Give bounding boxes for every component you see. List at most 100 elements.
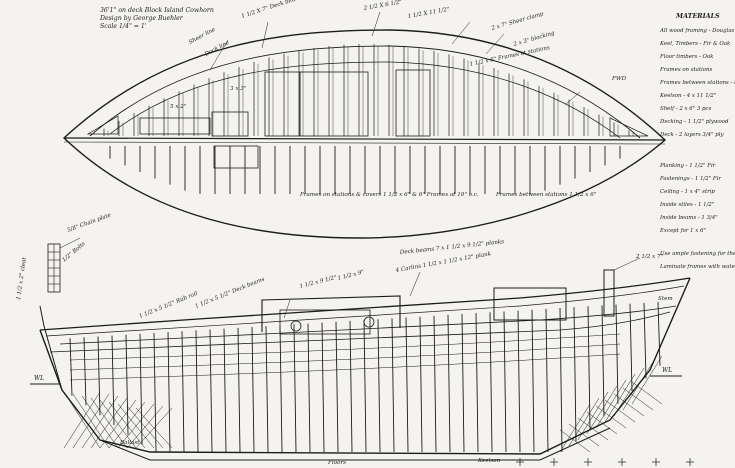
label-chain-plate: 5/8" Chain plate <box>67 212 113 234</box>
plan-frame-stubs <box>109 146 621 194</box>
hatch-line-fwd <box>622 387 654 411</box>
materials-heading: MATERIALS <box>675 12 720 20</box>
title-line-2: Design by George Buehler <box>99 15 184 22</box>
label-frames-note: Frames on stations & covers 1 1/2 x 6" &… <box>299 192 479 198</box>
profile-frame <box>419 316 423 453</box>
materials-notes: MATERIALS All wood framing - Douglas Fir… <box>659 12 735 270</box>
plan-lower-box <box>213 145 259 169</box>
label-cleat: 1 1/2 x 2" cleat <box>16 256 28 300</box>
plan-cabin-box <box>264 71 301 137</box>
profile-frame <box>587 306 591 429</box>
hatch-line-aft <box>81 395 119 449</box>
profile-frame <box>223 328 227 453</box>
label-keelson: Keelson <box>477 458 501 464</box>
materials-item: Ceiling - 1 x 4" strip <box>660 189 715 195</box>
label-blocking-b: 5 x 2" <box>170 104 187 110</box>
label-bolts: 1/2" Bolts <box>61 241 86 264</box>
plan-bow-bracing <box>609 117 649 137</box>
profile-frame <box>307 323 311 453</box>
profile-frame <box>489 312 493 453</box>
profile-stern-post <box>39 305 63 391</box>
label-post-size: 2 1/2 x 7" <box>635 254 664 260</box>
materials-item: Except for 1 x 6" <box>659 228 706 234</box>
profile-frame <box>97 336 101 416</box>
hatch-line-aft <box>99 399 137 449</box>
hatch-line-fwd <box>613 393 645 417</box>
title-line-3: Scale 1/4" = 1' <box>100 23 147 30</box>
profile-frame <box>139 333 143 445</box>
profile-cabin-side <box>279 309 371 335</box>
materials-item: Floor timbers - Oak <box>659 54 713 60</box>
materials-item: Decking - 1 1/2" plywood <box>659 119 729 125</box>
label-stem: Stem <box>658 296 673 302</box>
materials-item: Shelf - 2 x 6" 3 pcs <box>660 106 711 112</box>
profile-frame <box>601 305 605 417</box>
plan-centerline-inner <box>63 141 666 145</box>
label-beam-9-5: 1 1/2 x 9 1/2" <box>299 275 338 290</box>
profile-frame <box>237 327 241 453</box>
profile-frame <box>433 315 437 453</box>
plan-stern-bracing <box>86 115 119 135</box>
hatch-line-aft <box>72 393 110 449</box>
profile-sheer <box>39 277 691 331</box>
profile-frame <box>321 322 325 453</box>
label-deck-beams-profile: 1 1/2 x 5 1/2" Deck beams <box>195 276 266 309</box>
profile-frame <box>461 314 465 453</box>
profile-frame <box>559 307 563 453</box>
profile-frames <box>69 301 661 453</box>
title-block: 36'1" on deck Block Island Cowhorn Desig… <box>99 7 214 30</box>
hatch-line-aft <box>108 401 146 449</box>
profile-frame <box>629 303 633 392</box>
label-deck-line: Deck line <box>203 40 231 59</box>
materials-item: Use ample fastening for the ceiling <box>660 251 735 257</box>
materials-item: Inside stiles - 1 1/2" <box>659 202 714 208</box>
profile-frame <box>349 320 353 453</box>
profile-cockpit-coaming <box>493 287 567 321</box>
profile-frame <box>111 335 115 426</box>
station-marks <box>516 458 694 466</box>
profile-stringer <box>69 343 621 371</box>
profile-frame <box>447 314 451 453</box>
title-line-1: 36'1" on deck Block Island Cowhorn <box>100 7 214 14</box>
label-wl-left: WL <box>34 375 44 382</box>
profile-frame <box>657 301 661 366</box>
hatch-line-fwd <box>613 367 645 417</box>
profile-end-hatching <box>63 355 663 453</box>
profile-frame <box>391 318 395 453</box>
profile-frame <box>265 326 269 453</box>
profile-frame <box>181 331 185 453</box>
label-beam-9: 1 1/2 x 9" <box>337 269 365 282</box>
plan-cockpit-box <box>395 69 431 137</box>
materials-item: Deck - 2 layers 3/4" ply <box>659 132 724 138</box>
materials-item: All wood framing - Douglas Fir <box>659 28 735 34</box>
profile-frame <box>83 337 87 406</box>
label-sheer-line: Sheer line <box>188 27 217 46</box>
label-fwd: FWD <box>611 76 627 82</box>
hatch-line-fwd <box>577 391 609 441</box>
profile-frame <box>377 319 381 453</box>
materials-item: Keelson - 4 x 11 1/2" <box>659 93 716 99</box>
hatch-line-fwd <box>631 381 663 405</box>
hatch-line-fwd <box>604 373 636 423</box>
materials-item: Inside beams - 1 3/4" <box>659 215 718 221</box>
profile-stringer <box>69 353 621 381</box>
label-rub-rail: 1 1/2 x 5 1/2" Rub rail <box>139 291 199 320</box>
plan-deck-line <box>89 45 641 139</box>
hatch-line-aft <box>135 407 173 449</box>
profile-mast-post <box>603 269 615 317</box>
profile-frame <box>573 307 577 442</box>
ladder-grid-icon <box>47 243 61 293</box>
plan-bulkhead <box>139 117 211 135</box>
plan-sheer-clamp <box>109 61 621 139</box>
materials-item: Frames on stations <box>659 67 712 73</box>
profile-cabin-house <box>261 295 401 332</box>
profile-frame <box>335 321 339 453</box>
leader-lines <box>59 11 641 319</box>
hatch-line-aft <box>126 405 164 449</box>
hatch-line-fwd <box>631 355 663 405</box>
hatch-line-fwd <box>568 423 600 447</box>
materials-item: Fastenings - 1 1/2" Fir <box>659 176 721 182</box>
profile-frame <box>209 329 213 453</box>
hatch-line-fwd <box>622 361 654 411</box>
